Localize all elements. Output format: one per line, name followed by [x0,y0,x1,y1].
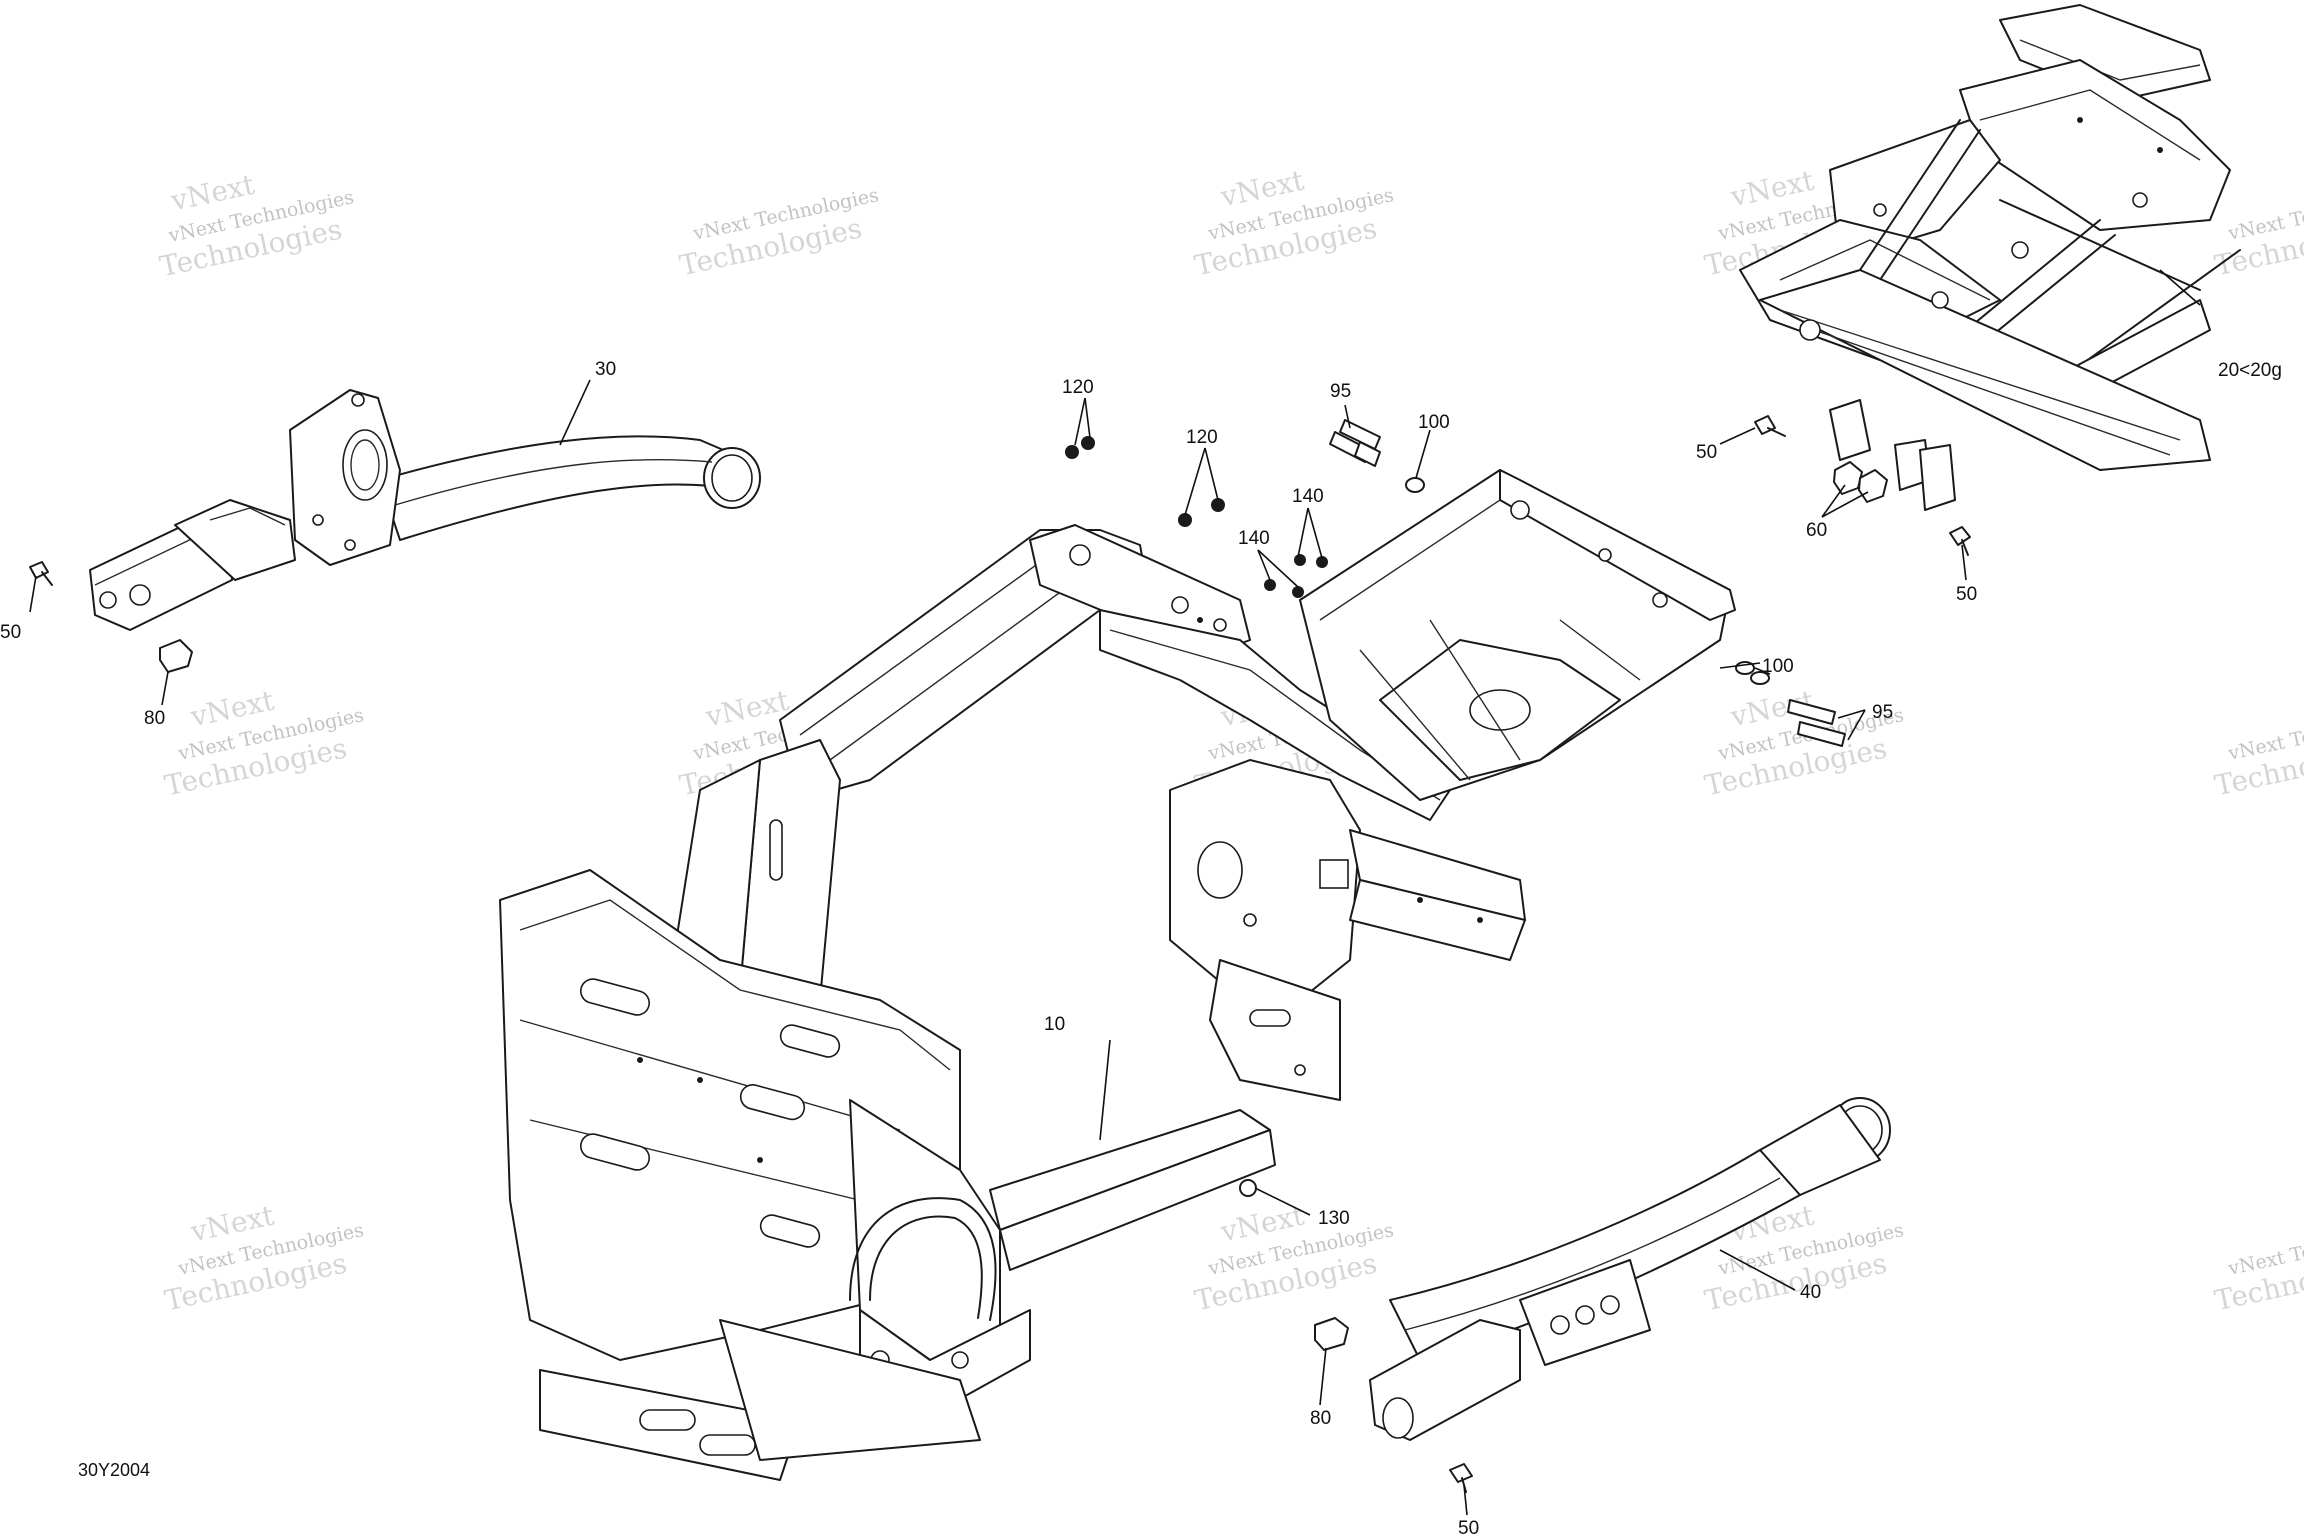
callout-50-left: 50 [0,622,21,643]
part-40-front-tube-right [1369,1097,1891,1441]
nut-80-bottom [1314,1317,1349,1351]
nut-140 [1316,556,1328,568]
callout-40: 40 [1800,1282,1821,1303]
callout-80-left: 80 [144,708,165,729]
watermark: vNext Technologies Technologies [677,184,881,282]
nut-120 [1178,513,1192,527]
nut-60 [1833,461,1863,495]
callout-50-bottom: 50 [1458,1518,1479,1536]
callout-140-b: 140 [1238,528,1270,549]
callout-130: 130 [1318,1208,1350,1229]
bolt-50-right [1949,526,1971,556]
callout-50-right: 50 [1956,584,1977,605]
bolt-50-bottom [1449,1463,1473,1493]
nut-120 [1065,445,1079,459]
nut-130 [1239,1179,1257,1197]
part-20-rear-subframe [1739,4,2241,511]
callout-95-mid: 95 [1872,702,1893,723]
watermark: vNext Technologies Technologies [2212,184,2304,282]
watermark: vNext Technologies Technologies [2212,1219,2304,1317]
part-10-main-frame [499,469,1736,1481]
callout-50-right-top: 50 [1696,442,1717,463]
callout-140-a: 140 [1292,486,1324,507]
callout-10: 10 [1044,1014,1065,1035]
bolt-95-mid [1787,699,1846,747]
callout-120-a: 120 [1062,377,1094,398]
callout-30: 30 [595,359,616,380]
callout-120-b: 120 [1186,427,1218,448]
nut-140 [1294,554,1306,566]
callout-60: 60 [1806,520,1827,541]
callout-80-bottom: 80 [1310,1408,1331,1429]
leader-lines [29,269,2201,1516]
watermark: vNext vNext Technologies Technologies [162,1198,366,1317]
hardware-fasteners [29,415,1971,1493]
bolt-95-top [1329,419,1381,467]
nut-80-left [159,639,193,673]
nut-60 [1858,469,1888,503]
bolt-50-left [29,561,53,586]
washer-100 [1750,671,1770,685]
washer-100-top [1405,477,1425,493]
nut-140 [1264,579,1276,591]
callout-100-top: 100 [1418,412,1450,433]
nut-120 [1081,436,1095,450]
callout-labels: 30 120 120 95 100 140 140 100 95 20<20g … [0,359,2282,1536]
callout-20: 20<20g [2218,360,2282,381]
callout-95-top: 95 [1330,381,1351,402]
part-30-front-tube-left [89,389,761,631]
watermark: vNext vNext Technologies Technologies [162,683,366,802]
watermark: vNext vNext Technologies Technologies [157,168,356,284]
watermark: vNext vNext Technologies Technologies [1192,163,1396,282]
nut-140 [1292,586,1304,598]
callout-100-mid: 100 [1762,656,1794,677]
bolt-50-right-top [1754,415,1786,437]
nut-120 [1211,498,1225,512]
watermark: vNext Technologies Technologies [2212,704,2304,802]
watermark: vNext vNext Technologies Technologies [1192,1198,1396,1317]
diagram-code: 30Y2004 [78,1460,150,1480]
